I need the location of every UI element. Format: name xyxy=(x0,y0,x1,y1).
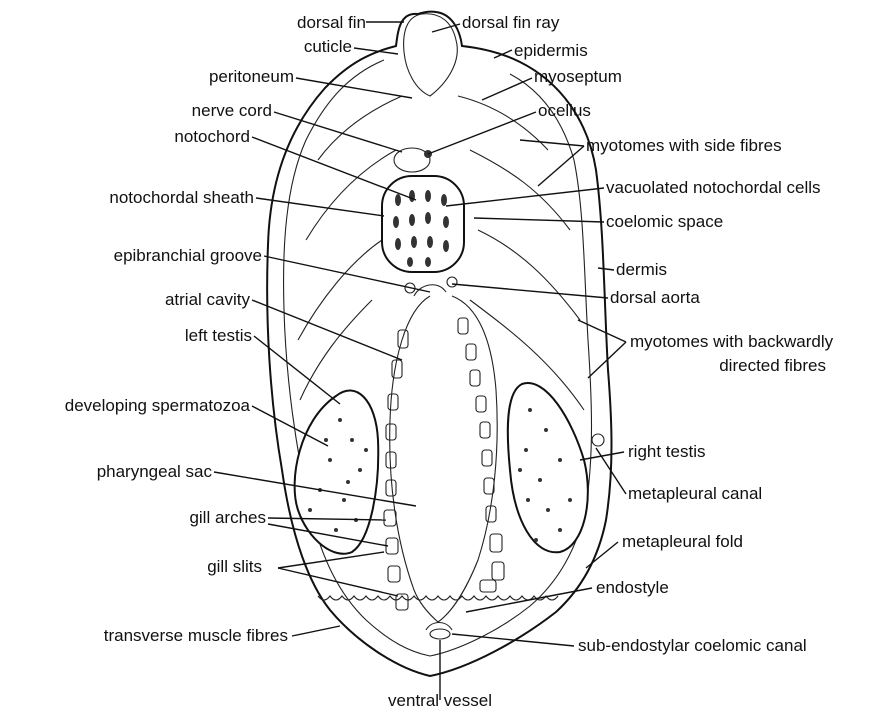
label-nerve-cord: nerve cord xyxy=(192,101,272,120)
label-myotomes-back-2: directed fibres xyxy=(719,356,826,375)
label-metapleural-canal: metapleural canal xyxy=(628,484,762,503)
label-peritoneum: peritoneum xyxy=(209,67,294,86)
label-myotomes-back-1: myotomes with backwardly xyxy=(630,332,834,351)
label-dermis: dermis xyxy=(616,260,667,279)
label-metapleural-fold: metapleural fold xyxy=(622,532,743,551)
label-dorsal-fin-ray: dorsal fin ray xyxy=(462,13,560,32)
label-right-testis: right testis xyxy=(628,442,705,461)
label-ocellus: ocellus xyxy=(538,101,591,120)
label-left-testis: left testis xyxy=(185,326,252,345)
label-cuticle: cuticle xyxy=(304,37,352,56)
label-notochord: notochord xyxy=(174,127,250,146)
label-notochordal-sheath: notochordal sheath xyxy=(109,188,254,207)
label-transverse-muscle-fibres: transverse muscle fibres xyxy=(104,626,288,645)
label-atrial-cavity: atrial cavity xyxy=(165,290,251,309)
label-epidermis: epidermis xyxy=(514,41,588,60)
label-myotomes-side: myotomes with side fibres xyxy=(586,136,782,155)
label-ventral-vessel: ventral vessel xyxy=(388,691,492,710)
label-developing-spermatozoa: developing spermatozoa xyxy=(65,396,251,415)
label-myoseptum: myoseptum xyxy=(534,67,622,86)
label-gill-slits: gill slits xyxy=(207,557,262,576)
label-endostyle: endostyle xyxy=(596,578,669,597)
leader-transverse-muscle xyxy=(292,626,340,636)
label-gill-arches: gill arches xyxy=(189,508,266,527)
label-sub-endostylar-canal: sub-endostylar coelomic canal xyxy=(578,636,807,655)
label-pharyngeal-sac: pharyngeal sac xyxy=(97,462,213,481)
label-dorsal-fin: dorsal fin xyxy=(297,13,366,32)
label-vacuolated-cells: vacuolated notochordal cells xyxy=(606,178,821,197)
label-epibranchial-groove: epibranchial groove xyxy=(114,246,262,265)
label-coelomic-space: coelomic space xyxy=(606,212,723,231)
label-dorsal-aorta: dorsal aorta xyxy=(610,288,700,307)
